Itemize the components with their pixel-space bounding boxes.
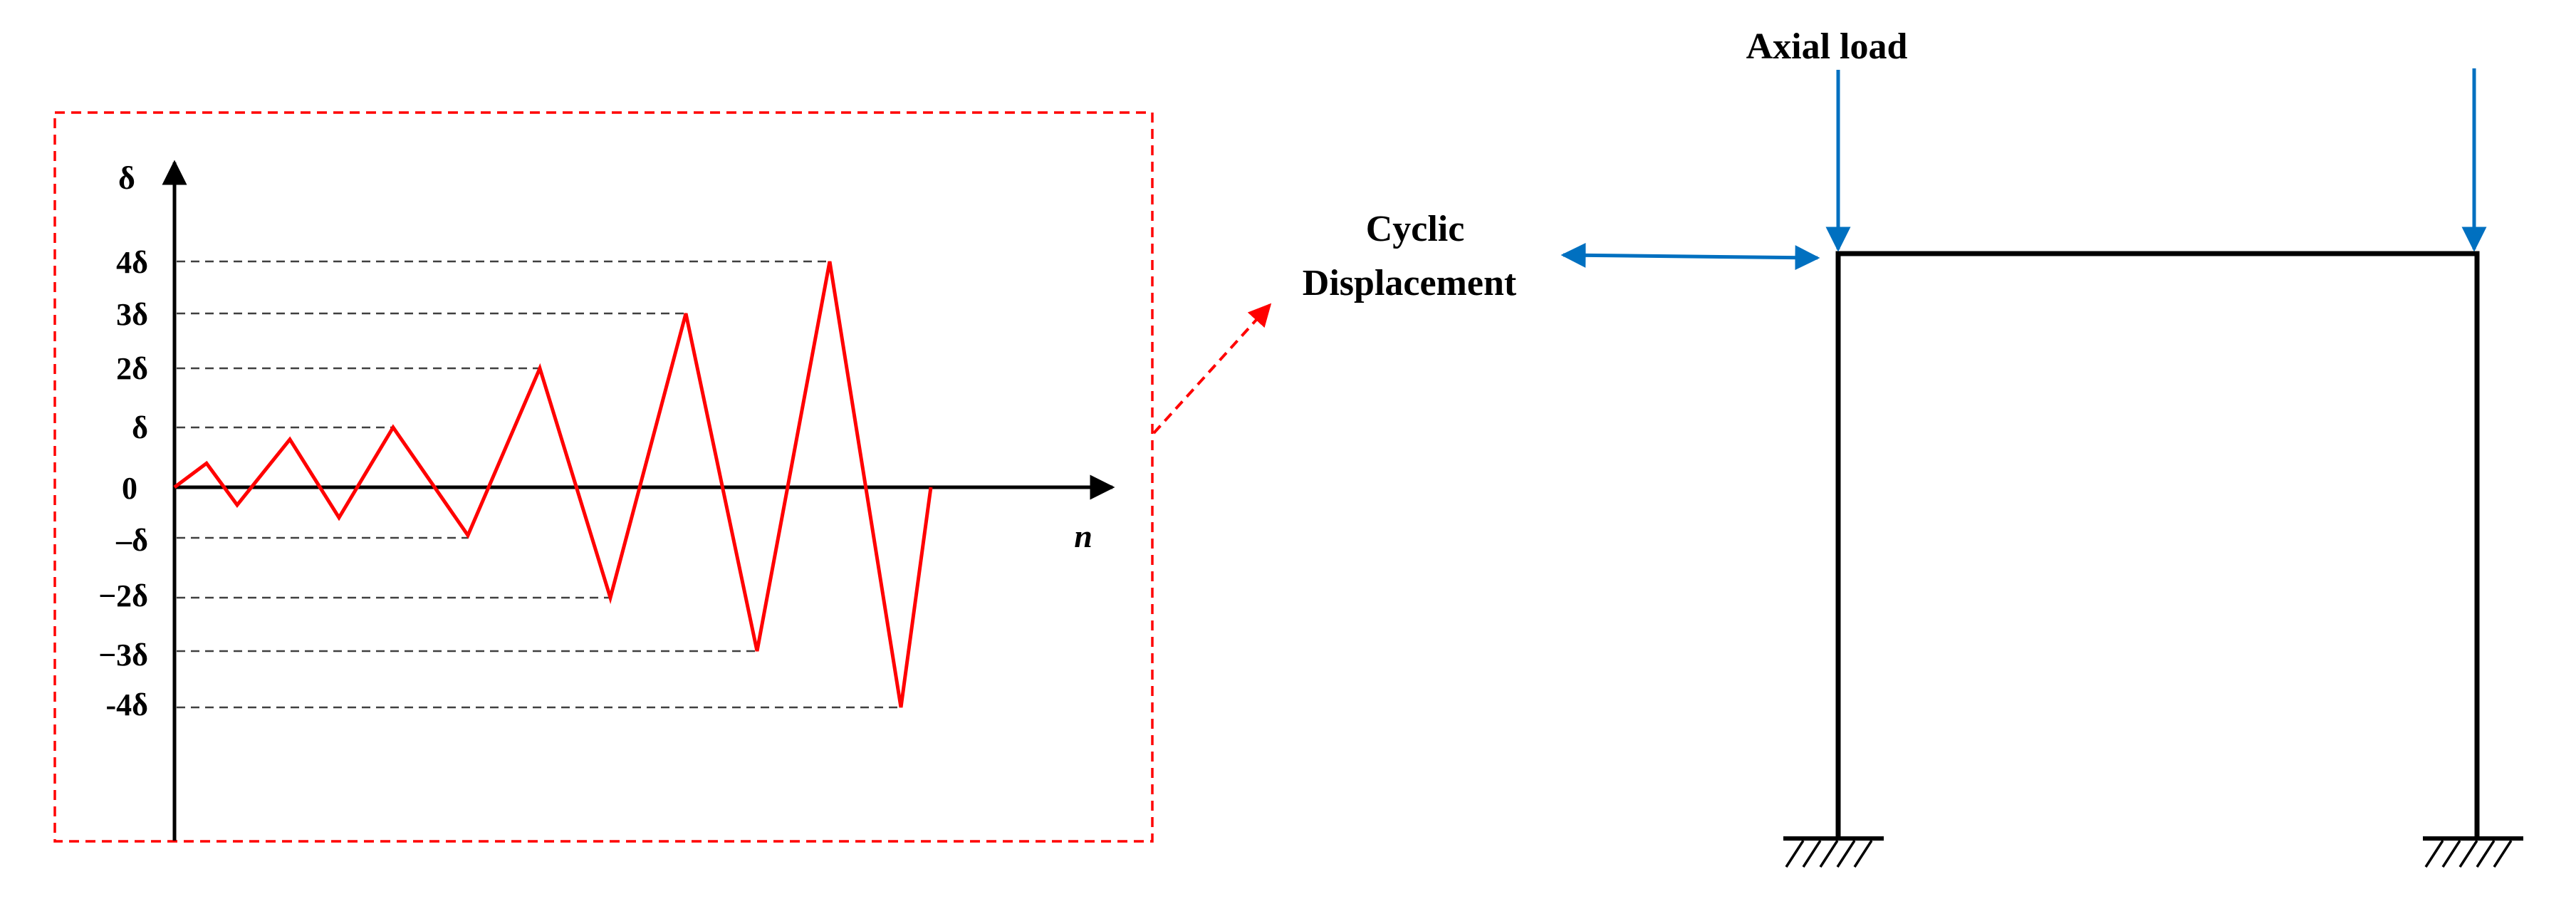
level-label-minus-1: –δ bbox=[115, 523, 148, 558]
level-label-minus-4: -4δ bbox=[106, 687, 149, 722]
y-axis-label: δ bbox=[118, 160, 135, 196]
level-label-3: 3δ bbox=[116, 297, 148, 332]
axial-load-label: Axial load bbox=[1746, 26, 1908, 67]
level-label-1: δ bbox=[132, 410, 148, 445]
cyclic-displacement-series bbox=[173, 261, 933, 708]
level-label-2: 2δ bbox=[116, 351, 148, 386]
level-label-0: 0 bbox=[122, 471, 137, 506]
x-axis-label: n bbox=[1074, 518, 1093, 554]
level-label-minus-3: −3δ bbox=[98, 638, 148, 672]
fixed-support-right bbox=[2423, 836, 2523, 868]
protocol-panel-dashed-border bbox=[53, 111, 1154, 843]
frame-beam-and-columns bbox=[1835, 251, 2480, 838]
loading-protocol-panel: δ n 4δ 3δ 2δ δ 0 –δ −2δ −3δ -4δ bbox=[53, 111, 1154, 843]
cyclic-displacement-double-arrow bbox=[1560, 242, 1820, 271]
protocol-reference-lines bbox=[177, 260, 901, 709]
level-label-4: 4δ bbox=[116, 245, 148, 280]
panel-to-frame-pointer-arrow bbox=[1152, 303, 1272, 435]
cyclic-displacement-label-line1: Cyclic bbox=[1366, 209, 1465, 249]
cyclic-displacement-label-line2: Displacement bbox=[1303, 263, 1517, 303]
fixed-support-left bbox=[1783, 836, 1884, 868]
portal-frame-diagram: Cyclic Displacement Axial load bbox=[1303, 26, 2523, 868]
protocol-level-labels: 4δ 3δ 2δ δ 0 –δ −2δ −3δ -4δ bbox=[98, 245, 148, 722]
level-label-minus-2: −2δ bbox=[98, 578, 148, 613]
